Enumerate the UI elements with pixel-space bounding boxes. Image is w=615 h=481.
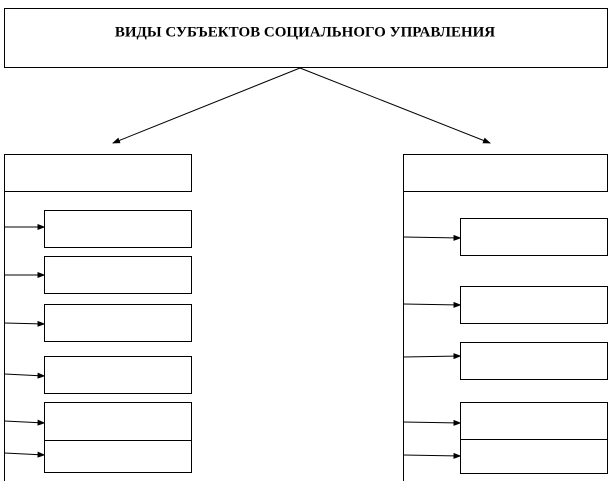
left-item-box-6: [44, 440, 192, 473]
left-item-box-3: [44, 304, 192, 342]
title-node: ВИДЫ СУБЪЕКТОВ СОЦИАЛЬНОГО УПРАВЛЕНИЯ: [4, 8, 608, 68]
right-item-box-2: [460, 286, 608, 324]
right-item-box-4: [460, 402, 608, 440]
right-arrow-3: [403, 353, 462, 360]
left-arrow-6: [4, 451, 46, 458]
right-items: [403, 218, 608, 474]
left-item-box-4: [44, 356, 192, 394]
right-arrow-2: [403, 301, 462, 308]
arrow-title-to-left: [112, 67, 301, 144]
left-item-box-5: [44, 402, 192, 441]
left-arrow-5: [4, 419, 46, 426]
right-item-box-3: [460, 342, 608, 380]
left-item-box-1: [44, 210, 192, 248]
left-arrow-4: [4, 372, 46, 379]
arrow-title-to-right: [299, 67, 491, 144]
right-arrow-5: [403, 452, 462, 459]
right-arrow-4: [403, 419, 462, 426]
left-branch: [4, 154, 192, 481]
left-arrow-3: [4, 320, 46, 327]
right-branch: [403, 154, 608, 481]
left-item-box-2: [44, 256, 192, 294]
right-arrow-1: [403, 234, 462, 241]
left-header-box: [4, 154, 192, 192]
left-items: [4, 210, 192, 473]
title-text: ВИДЫ СУБЪЕКТОВ СОЦИАЛЬНОГО УПРАВЛЕНИЯ: [115, 24, 495, 40]
right-item-box-1: [460, 218, 608, 256]
right-header-box: [403, 154, 608, 192]
title-box: [4, 8, 608, 68]
right-item-box-5: [460, 439, 608, 474]
